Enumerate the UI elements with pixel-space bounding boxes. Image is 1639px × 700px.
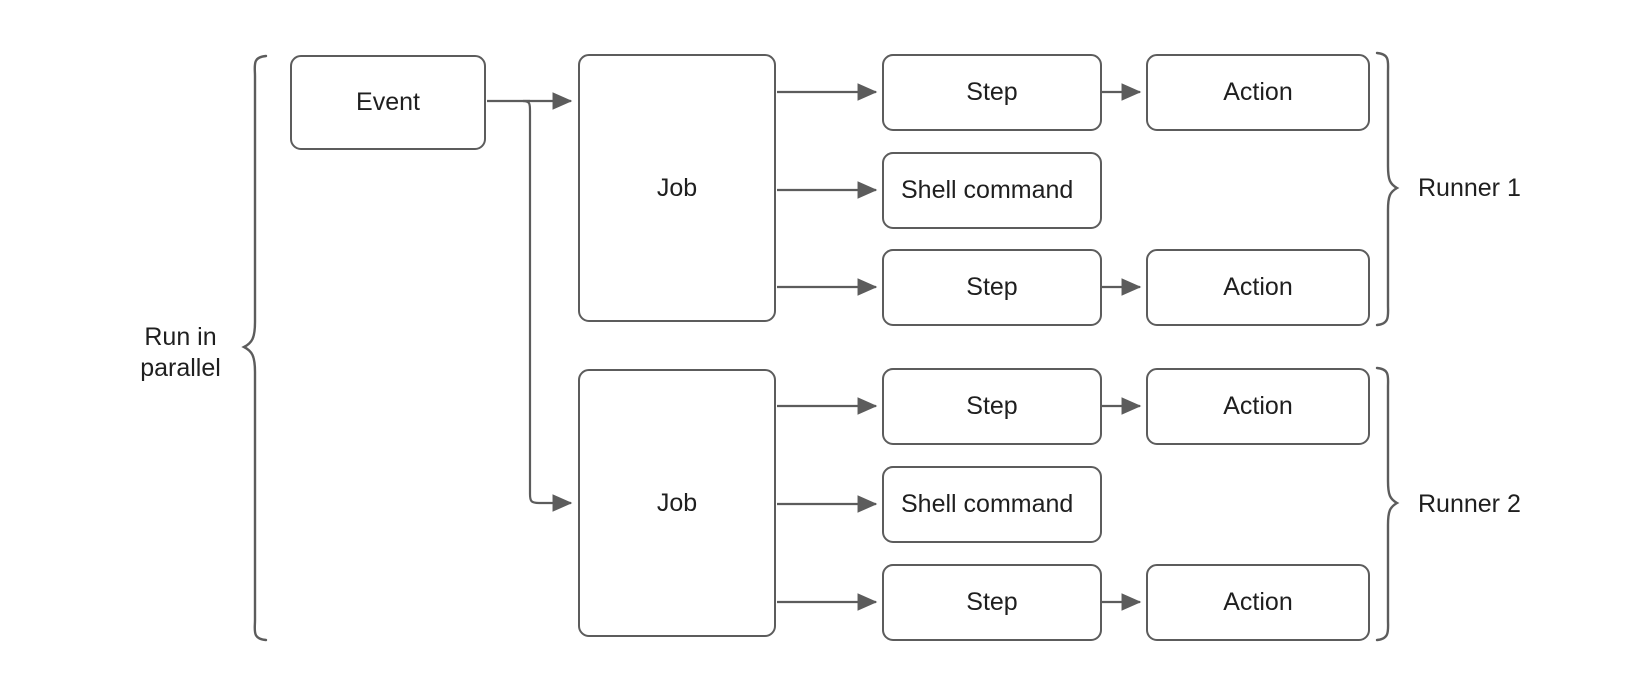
event-to-job2-arrow	[522, 99, 573, 512]
step-node-runner-1-row-3[interactable]: Step	[882, 249, 1102, 326]
action-node-runner-2-row-3[interactable]: Action	[1146, 564, 1370, 641]
action-node-runner-1-row-3[interactable]: Action	[1146, 249, 1370, 326]
shell-command-node-runner-1[interactable]: Shell command	[882, 152, 1102, 229]
action-node-runner-1-row-1[interactable]: Action	[1146, 54, 1370, 131]
event-node[interactable]: Event	[290, 55, 486, 150]
run-in-parallel-label: Run in parallel	[140, 323, 221, 383]
job-node-runner-2[interactable]: Job	[578, 369, 776, 637]
runner-1-brace	[1375, 51, 1400, 327]
step-node-runner-1-row-1[interactable]: Step	[882, 54, 1102, 131]
action-node-runner-2-row-1[interactable]: Action	[1146, 368, 1370, 445]
runner-2-brace	[1375, 366, 1400, 642]
step-node-runner-2-row-1[interactable]: Step	[882, 368, 1102, 445]
run-in-parallel-brace	[241, 54, 268, 642]
step-node-runner-2-row-3[interactable]: Step	[882, 564, 1102, 641]
runner-2-label: Runner 2	[1418, 490, 1521, 518]
runner-1-label: Runner 1	[1418, 174, 1521, 202]
job-node-runner-1[interactable]: Job	[578, 54, 776, 322]
shell-command-node-runner-2[interactable]: Shell command	[882, 466, 1102, 543]
